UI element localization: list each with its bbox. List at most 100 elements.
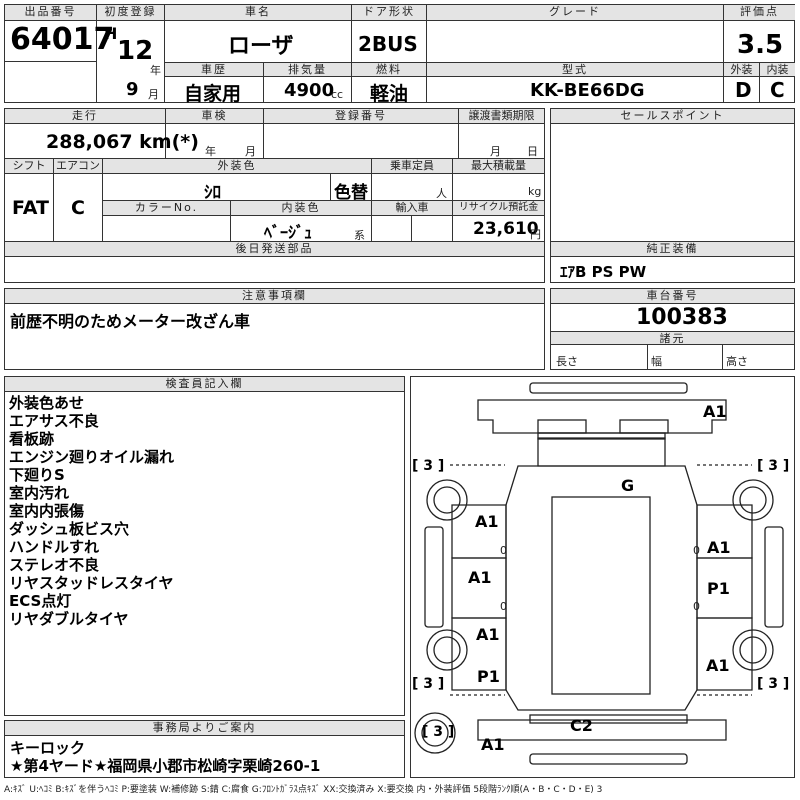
sales-point-header: セールスポイント [551,109,794,124]
damage-mark-left-rear: A1 [476,625,500,644]
year-unit: 年 [150,64,161,77]
caution-text: 前歴不明のためメーター改ざん車 [10,312,251,331]
chassis-box [550,288,795,370]
interior-score: C [770,78,785,102]
top-info-table [4,4,795,103]
damage-mark-rear-left: A1 [481,735,505,754]
note-line: ステレオ不良 [9,556,100,574]
spec-header: 諸元 [551,331,794,345]
note-line: リヤダブルタイヤ [9,610,129,628]
zero-mark: 0 [693,544,700,557]
note-line: エアサス不良 [9,412,99,430]
damage-mark-left-front: A1 [475,512,499,531]
zero-mark: 0 [500,544,507,557]
exterior-score: D [735,78,752,102]
ext-color: ｼﾛ [204,183,221,203]
note-line: ダッシュ板ビス穴 [9,520,130,538]
width-label: 幅 [651,355,662,368]
max-load-header: 最大積載量 [453,159,544,174]
note-line: リヤスタッドレスタイヤ [9,574,174,592]
genuine-equipment: ｴｱB PS PW [560,263,647,281]
car-diagram [414,382,784,765]
tire-mark-spare: [ 3 ] [422,724,455,740]
transfer-month: 月 [490,145,501,158]
reg-month: 9 [126,79,139,100]
fuel-header: 燃料 [352,63,426,77]
office-header: 事務局よりご案内 [5,721,404,736]
history-header: 車歴 [165,63,263,77]
note-line: 下廻りS [9,466,65,484]
displacement-unit: cc [331,88,344,101]
note-line: 室内汚れ [9,484,70,502]
inspector-box [4,376,405,716]
later-parts-header: 後日発送部品 [5,242,544,257]
damage-mark-right-front: A1 [707,538,731,557]
lot-number: 64017 [10,22,115,57]
aircon-header: エアコン [54,159,102,174]
damage-mark-glass: G [621,476,635,495]
displacement: 4900 [284,80,335,101]
inspection-header: 車検 [166,109,263,124]
damage-mark-right-rear: A1 [706,656,730,675]
score-header: 評価点 [724,5,795,21]
recycle-fee: 23,610 [473,219,539,239]
recycle-header: リサイクル預託金 [453,201,544,216]
fuel: 軽油 [370,83,409,105]
tire-mark-rear-left: [ 3 ] [412,676,445,692]
damage-mark-rear-bumper: C2 [570,716,593,735]
chassis-header: 車台番号 [551,289,794,304]
office-box [4,720,405,778]
int-color-unit: 系 [354,229,365,242]
model: KK-BE66DG [530,80,645,101]
damage-mark-left-mid: A1 [468,568,492,587]
mileage-header: 走行 [5,109,165,124]
month-unit: 月 [148,88,159,101]
era: H [104,24,118,43]
tire-mark-rear-right: [ 3 ] [757,676,790,692]
note-line: ECS点灯 [9,592,72,610]
capacity-unit: 人 [436,187,447,200]
inspection-month: 月 [245,145,256,158]
int-color: ﾍﾞｰｼﾞｭ [264,223,313,242]
grade-header: グレード [427,5,723,21]
inspector-notes: 外装色あせ エアサス不良 看板跡 エンジン廻りオイル漏れ 下廻りS 室内汚れ 室… [9,394,399,628]
chassis-number: 100383 [636,305,728,330]
car-name-header: 車名 [165,5,351,21]
legend: A:ｷｽﾞ U:ﾍｺﾐ B:ｷｽﾞを伴うﾍｺﾐ P:要塗装 W:補修跡 S:錆 … [4,785,603,795]
exterior-header: 外装 [724,63,759,77]
transfer-header: 譲渡書類期限 [459,109,544,124]
sales-point-box [550,108,795,283]
damage-mark-left-bottom: P1 [477,667,500,686]
length-label: 長さ [556,355,578,368]
recycle-unit: 円 [530,228,541,241]
ext-color-header: 外装色 [103,159,371,174]
note-line: 看板跡 [9,430,55,448]
note-line: エンジン廻りオイル漏れ [9,448,175,466]
displacement-header: 排気量 [264,63,351,77]
model-header: 型式 [427,63,723,77]
height-label: 高さ [726,355,748,368]
import-header: 輸入車 [372,201,452,216]
transfer-day: 日 [527,145,538,158]
lot-number-header: 出品番号 [5,5,96,21]
shift-header: シフト [5,159,53,174]
damage-mark-right-mid: P1 [707,579,730,598]
tire-mark-front-left: [ 3 ] [412,458,445,474]
zero-mark: 0 [693,600,700,613]
genuine-header: 純正装備 [551,242,794,257]
score: 3.5 [737,30,784,60]
door-type: 2BUS [358,32,418,56]
first-reg-header: 初度登録 [97,5,164,21]
inspector-header: 検査員記入欄 [5,377,404,392]
reg-year: 12 [117,36,154,66]
tire-mark-front-right: [ 3 ] [757,458,790,474]
reg-no-header: 登録番号 [264,109,458,124]
max-load-unit: kg [528,185,542,198]
note-line: 室内内張傷 [9,502,85,520]
note-line: ハンドルすれ [9,538,100,556]
inspection-year: 年 [205,145,216,158]
door-header: ドア形状 [352,5,426,21]
shift: FAT [12,197,49,219]
capacity-header: 乗車定員 [372,159,452,174]
note-line: 外装色あせ [9,394,85,412]
